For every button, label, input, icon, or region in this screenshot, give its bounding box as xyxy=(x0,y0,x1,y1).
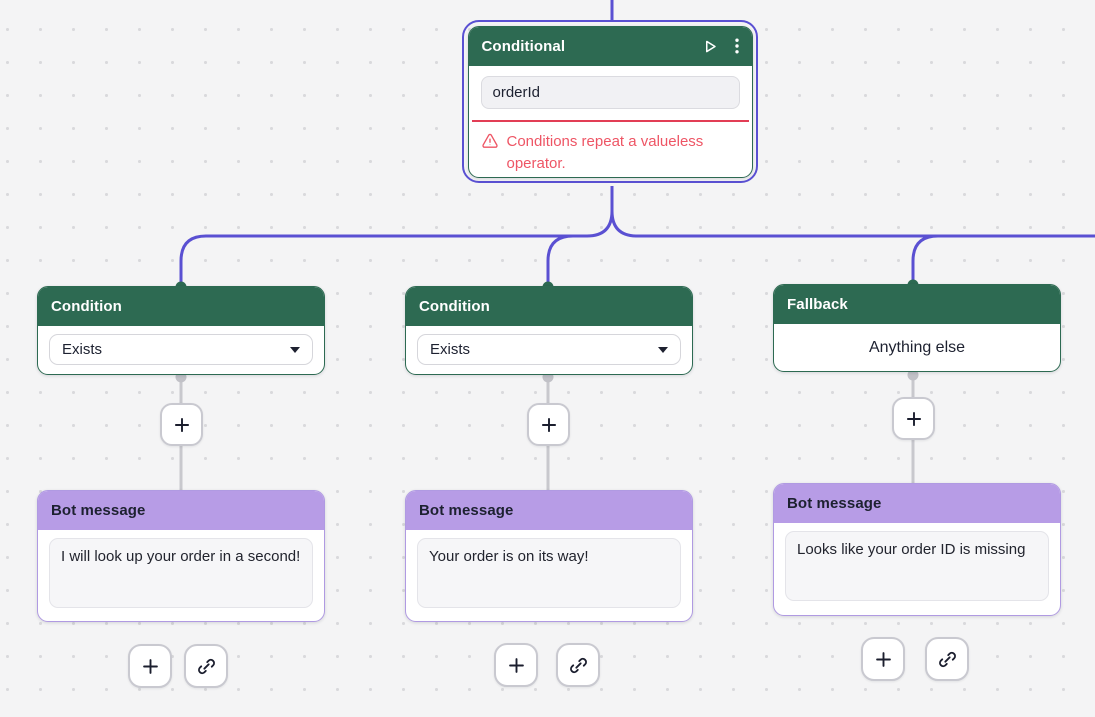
condition-variable-input[interactable] xyxy=(480,75,740,109)
add-block-button-1[interactable] xyxy=(128,644,172,688)
caret-down-icon xyxy=(290,346,300,353)
message-text-box-1[interactable]: I will look up your order in a second! xyxy=(49,538,313,608)
plus-icon xyxy=(875,651,891,667)
link-icon xyxy=(938,651,956,667)
bot-message-node-2[interactable]: Bot message Your order is on its way! xyxy=(405,490,693,622)
edge-bus-to-branch-3[interactable] xyxy=(911,234,939,282)
plus-icon xyxy=(142,658,158,674)
edge-conditional-to-branch-1[interactable] xyxy=(179,186,614,284)
condition-node-1-header: Condition xyxy=(38,287,324,326)
message-text-3: Looks like your order ID is missing xyxy=(797,541,1026,558)
bot-message-node-1-title: Bot message xyxy=(51,502,146,519)
edge-conditional-bus-right[interactable] xyxy=(610,186,1095,238)
play-icon[interactable] xyxy=(703,39,718,54)
add-step-button-2[interactable] xyxy=(527,403,570,446)
kebab-menu-icon[interactable] xyxy=(734,38,739,54)
selection-ring: Conditional xyxy=(462,20,758,183)
condition-node-1[interactable]: Condition Exists xyxy=(37,286,325,375)
link-connector-button-2[interactable] xyxy=(556,643,600,687)
error-row: Conditions repeat a valueless operator. xyxy=(481,131,740,175)
condition-node-2[interactable]: Condition Exists xyxy=(405,286,693,375)
output-port-branch-3[interactable] xyxy=(907,369,919,381)
plus-icon xyxy=(174,417,189,432)
error-divider xyxy=(471,119,749,122)
fallback-node-title: Fallback xyxy=(787,296,848,313)
fallback-node-header: Fallback xyxy=(774,285,1060,324)
edge-bus-to-branch-2[interactable] xyxy=(546,234,574,284)
add-step-button-3[interactable] xyxy=(892,397,935,440)
link-icon xyxy=(197,658,215,674)
bot-message-node-2-header: Bot message xyxy=(406,491,692,530)
conditional-node-title: Conditional xyxy=(481,37,566,55)
warning-triangle-icon xyxy=(481,133,498,148)
operator-select-1-value: Exists xyxy=(62,341,103,358)
link-connector-button-3[interactable] xyxy=(925,637,969,681)
link-icon xyxy=(569,657,587,673)
add-block-button-3[interactable] xyxy=(861,637,905,681)
fallback-node[interactable]: Fallback Anything else xyxy=(773,284,1061,372)
plus-icon xyxy=(906,411,921,426)
conditional-node-header: Conditional xyxy=(468,26,752,66)
fallback-node-body: Anything else xyxy=(774,324,1060,371)
bot-message-node-2-title: Bot message xyxy=(419,502,514,519)
operator-select-2-value: Exists xyxy=(430,341,471,358)
add-step-button-1[interactable] xyxy=(160,403,203,446)
condition-node-2-header: Condition xyxy=(406,287,692,326)
conditional-node[interactable]: Conditional xyxy=(467,25,753,178)
bot-message-node-1-header: Bot message xyxy=(38,491,324,530)
conditional-node-body: Conditions repeat a valueless operator. xyxy=(469,66,752,175)
bot-message-node-3-title: Bot message xyxy=(787,495,882,512)
operator-select-2[interactable]: Exists xyxy=(417,334,681,365)
link-connector-button-1[interactable] xyxy=(184,644,228,688)
bot-message-node-3-header: Bot message xyxy=(774,484,1060,523)
bot-message-node-3[interactable]: Bot message Looks like your order ID is … xyxy=(773,483,1061,616)
message-text-box-3[interactable]: Looks like your order ID is missing xyxy=(785,531,1049,601)
message-text-1: I will look up your order in a second! xyxy=(61,548,301,565)
message-text-2: Your order is on its way! xyxy=(429,548,589,565)
plus-icon xyxy=(541,417,556,432)
condition-node-1-title: Condition xyxy=(51,298,122,315)
fallback-label: Anything else xyxy=(868,338,966,356)
message-text-box-2[interactable]: Your order is on its way! xyxy=(417,538,681,608)
add-block-button-2[interactable] xyxy=(494,643,538,687)
bot-message-node-1[interactable]: Bot message I will look up your order in… xyxy=(37,490,325,622)
error-message: Conditions repeat a valueless operator. xyxy=(506,132,704,172)
operator-select-1[interactable]: Exists xyxy=(49,334,313,365)
plus-icon xyxy=(508,657,524,673)
condition-node-2-title: Condition xyxy=(419,298,490,315)
caret-down-icon xyxy=(658,346,668,353)
